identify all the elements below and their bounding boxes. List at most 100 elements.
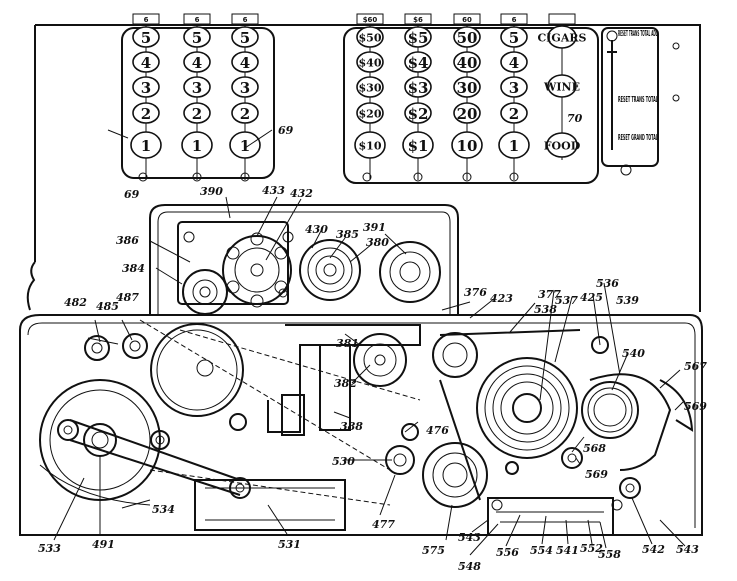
left-key-key-label: 2 <box>192 105 202 123</box>
right-key-key-label: 20 <box>457 105 478 123</box>
right-key-key[interactable]: $3 <box>404 76 432 98</box>
left-key-key[interactable]: 1 <box>229 131 261 159</box>
cigars-key-label: CIGARS <box>538 32 587 45</box>
base-plate <box>194 479 346 531</box>
cigars-key[interactable]: CIGARS <box>538 25 587 49</box>
ref-numeral: 536 <box>596 277 619 290</box>
ref-numeral: 425 <box>580 291 603 304</box>
ref-numeral: 541 <box>556 544 579 557</box>
left-key-key[interactable]: 3 <box>183 76 211 98</box>
right-key-key[interactable]: 1 <box>498 131 530 159</box>
wine-key[interactable]: WINE <box>543 74 580 98</box>
right-key-key-label: $30 <box>359 82 382 95</box>
right-key-key[interactable]: $50 <box>356 26 384 48</box>
ref-numeral: 432 <box>290 187 313 200</box>
left-key-key-label: 3 <box>141 79 151 97</box>
right-key-column: $60$50$40$30$20$10 <box>354 13 386 182</box>
left-key-key[interactable]: 4 <box>132 51 160 73</box>
right-key-key[interactable]: $30 <box>356 76 384 98</box>
right-key-key[interactable]: 4 <box>500 51 528 73</box>
right-key-key[interactable]: 10 <box>451 131 483 159</box>
right-key-key-label: $20 <box>359 108 382 121</box>
left-key-key-label: 1 <box>192 137 202 155</box>
left-key-column-flag <box>231 13 259 25</box>
left-key-key[interactable]: 1 <box>130 131 162 159</box>
right-key-column-flag <box>500 13 528 25</box>
right-key-key-label: $3 <box>408 79 429 97</box>
left-key-key-label: 2 <box>240 105 250 123</box>
ref-numeral: 433 <box>262 184 285 197</box>
ref-numeral: 534 <box>152 503 175 516</box>
right-key-key-label: 30 <box>457 79 478 97</box>
right-key-key[interactable]: $10 <box>354 131 386 159</box>
linkage-block <box>281 394 305 436</box>
right-key-column-flag <box>453 13 481 25</box>
right-key-key[interactable]: $40 <box>356 51 384 73</box>
left-key-key-label: 3 <box>192 79 202 97</box>
ref-numeral: 542 <box>642 543 665 556</box>
ref-numeral: 567 <box>684 360 707 373</box>
right-key-column-flag-label: 6 <box>512 16 517 24</box>
right-key-column-flag <box>356 13 384 25</box>
ref-numeral: 430 <box>305 223 328 236</box>
ref-numeral: 569 <box>585 468 608 481</box>
ref-numeral: 69 <box>124 188 140 201</box>
left-key-column-flag-label: 6 <box>195 16 200 24</box>
reset-add-label: RESET TRANS TOTAL ADD <box>618 29 658 38</box>
right-key-key[interactable]: 30 <box>453 76 481 98</box>
right-key-key-label: 3 <box>509 79 519 97</box>
right-key-column-flag-label: 60 <box>462 16 472 24</box>
left-key-key[interactable]: 3 <box>132 76 160 98</box>
right-key-key[interactable]: 50 <box>453 26 481 48</box>
right-key-key[interactable]: $5 <box>404 26 432 48</box>
right-key-key[interactable]: $20 <box>356 102 384 124</box>
right-key-key[interactable]: 20 <box>453 102 481 124</box>
right-key-key-label: 50 <box>457 29 478 47</box>
right-key-key[interactable]: 3 <box>500 76 528 98</box>
ribbon-spool-left <box>299 239 361 301</box>
right-key-key[interactable]: 5 <box>500 26 528 48</box>
ref-numeral: 386 <box>116 234 139 247</box>
left-key-key[interactable]: 1 <box>181 131 213 159</box>
left-arm <box>69 419 241 496</box>
ref-numeral: 548 <box>458 560 481 573</box>
right-key-key[interactable]: $2 <box>404 102 432 124</box>
left-key-key[interactable]: 5 <box>132 26 160 48</box>
left-key-key[interactable]: 5 <box>183 26 211 48</box>
right-key-key[interactable]: 40 <box>453 51 481 73</box>
left-key-key[interactable]: 5 <box>231 26 259 48</box>
ref-numeral: 476 <box>426 424 449 437</box>
ref-numeral: 477 <box>372 518 395 531</box>
cutter-blade <box>659 379 694 432</box>
left-key-key[interactable]: 3 <box>231 76 259 98</box>
ref-numeral: 382 <box>334 377 357 390</box>
right-key-key[interactable]: $4 <box>404 51 432 73</box>
ref-numeral: 391 <box>363 221 386 234</box>
reset-grand-label: RESET GRAND TOTAL <box>618 133 658 142</box>
ref-numeral: 388 <box>340 420 363 433</box>
ref-numeral: 531 <box>278 538 301 551</box>
leader-lines <box>53 129 686 556</box>
ref-numeral: 423 <box>490 292 513 305</box>
right-key-key-label: $4 <box>408 54 429 72</box>
left-key-key[interactable]: 4 <box>231 51 259 73</box>
left-key-key-label: 4 <box>192 54 202 72</box>
reset-panel: RESET TRANS TOTAL ADD RESET TRANS TOTAL … <box>601 27 680 176</box>
left-key-key[interactable]: 4 <box>183 51 211 73</box>
ref-numeral: 556 <box>496 546 519 559</box>
ref-numeral: 530 <box>332 455 355 468</box>
left-key-key-label: 1 <box>240 137 250 155</box>
left-key-key[interactable]: 2 <box>183 102 211 124</box>
left-key-key[interactable]: 2 <box>231 102 259 124</box>
main-drive-wheel <box>150 323 244 417</box>
ref-numeral: 380 <box>366 236 389 249</box>
food-key[interactable]: FOOD <box>544 132 581 158</box>
right-key-key[interactable]: $1 <box>402 131 434 159</box>
left-key-key[interactable]: 2 <box>132 102 160 124</box>
right-key-key-label: 4 <box>509 54 519 72</box>
right-key-key[interactable]: 2 <box>500 102 528 124</box>
